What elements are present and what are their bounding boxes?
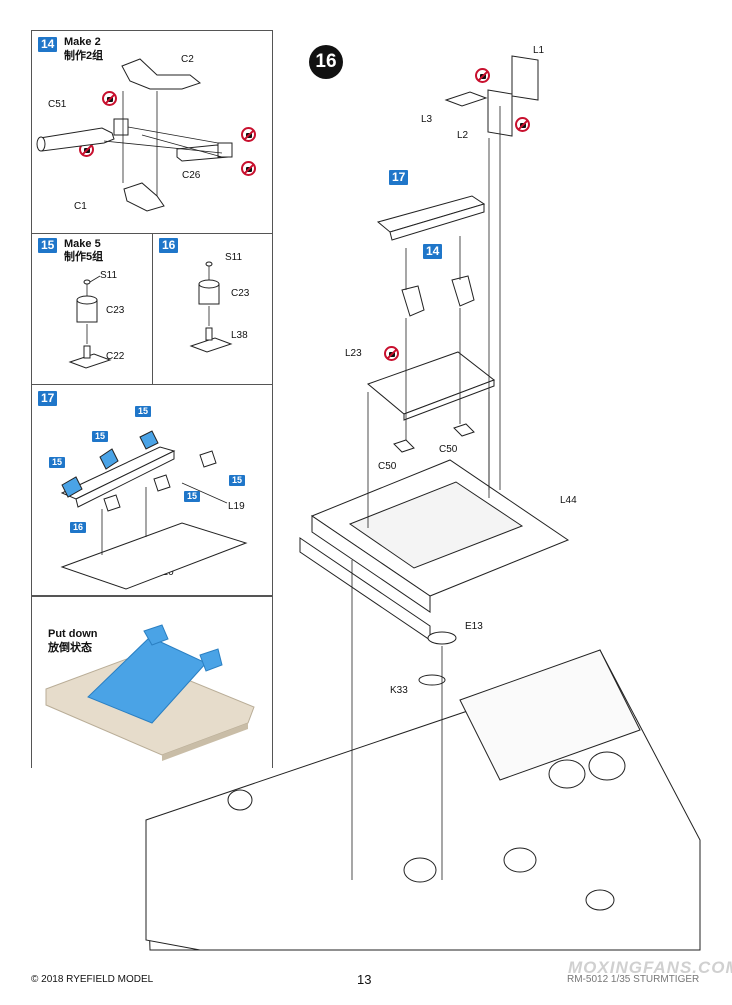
make-2-label: Make 2 [64, 36, 101, 48]
part-label-c2: C2 [181, 54, 194, 65]
bracket-c1 [123, 182, 165, 212]
panel-16-drawing [189, 261, 233, 353]
glue-icon [384, 346, 399, 361]
step-15-badge: 15 [38, 238, 58, 253]
copyright: © 2018 RYEFIELD MODEL [31, 974, 154, 985]
panel-put-down: Put down 放倒状态 [31, 596, 273, 768]
callout-15: 15 [49, 457, 65, 468]
part-l2 [487, 89, 513, 137]
put-down-render [45, 624, 255, 761]
part-e13 [427, 631, 457, 645]
make-5-label: Make 5 [64, 238, 101, 250]
make-5-label-cn: 制作5组 [64, 251, 104, 263]
part-label-l19: L19 [228, 501, 245, 512]
make-2-label-cn: 制作2组 [64, 50, 104, 62]
glue-icon [475, 68, 490, 83]
model-code: RM-5012 1/35 STURMTIGER [567, 974, 700, 985]
put-down-label: Put down [48, 628, 98, 640]
step-16-circle: 16 [309, 45, 343, 79]
part-c50 [393, 439, 415, 453]
panel-step-17: 17 15 15 15 15 15 16 L19 L20 [31, 384, 273, 596]
part-label-c51: C51 [48, 99, 67, 110]
callout-15: 15 [135, 406, 151, 417]
part-l23 [367, 351, 496, 415]
part-l44 [310, 459, 570, 597]
part-hanger [451, 275, 475, 307]
glue-icon [102, 91, 117, 106]
ref-step-17-badge: 17 [389, 170, 409, 185]
step-16-badge: 16 [159, 238, 179, 253]
part-label-l2: L2 [457, 130, 469, 141]
part-label-k33: K33 [390, 685, 408, 696]
callout-16: 16 [70, 522, 86, 533]
glue-icon [241, 161, 256, 176]
panel-15-drawing [68, 275, 112, 369]
page-number: 13 [357, 972, 372, 987]
part-l1 [511, 55, 539, 101]
callout-15: 15 [92, 431, 108, 442]
part-bracket [376, 195, 486, 233]
part-label-c1: C1 [74, 201, 87, 212]
part-label-c23: C23 [106, 305, 125, 316]
part-label-c26: C26 [182, 170, 201, 181]
part-label-e13: E13 [465, 621, 483, 632]
panel-step-15: 15 Make 5 制作5组 S11 C23 C22 [31, 233, 153, 385]
part-c50 [453, 423, 475, 437]
panel-14-drawing [36, 58, 233, 212]
glue-icon [515, 117, 530, 132]
watermark: MOXINGFANS.COM [568, 958, 732, 977]
part-label-c22: C22 [106, 351, 125, 362]
part-label-s11: S11 [100, 270, 118, 281]
callout-15: 15 [229, 475, 245, 486]
part-label-l44: L44 [560, 495, 577, 506]
part-label-l23: L23 [345, 348, 362, 359]
part-label-s11: S11 [225, 252, 243, 263]
step-14-badge: 14 [38, 37, 58, 52]
part-label-l38: L38 [231, 330, 248, 341]
panel-step-14: 14 Make 2 制作2组 C2 C51 C26 C1 [31, 30, 273, 234]
part-k33 [418, 674, 446, 686]
arm-c51 [39, 127, 115, 152]
glue-icon [241, 127, 256, 142]
panel-step-16-sub: 16 S11 C23 L38 [152, 233, 273, 385]
bracket-c2 [121, 58, 202, 90]
part-hanger [401, 285, 425, 317]
part-label-l3: L3 [421, 114, 433, 125]
part-label-c50: C50 [378, 461, 397, 472]
callout-15: 15 [184, 491, 200, 502]
part-label-c23: C23 [231, 288, 250, 299]
part-label-l1: L1 [533, 45, 545, 56]
step-17-badge: 17 [38, 391, 58, 406]
put-down-label-cn: 放倒状态 [48, 642, 92, 654]
panel-17-drawing [60, 430, 248, 590]
part-l3 [444, 91, 488, 107]
ref-step-14-badge: 14 [423, 244, 443, 259]
part-label-c50: C50 [439, 444, 458, 455]
